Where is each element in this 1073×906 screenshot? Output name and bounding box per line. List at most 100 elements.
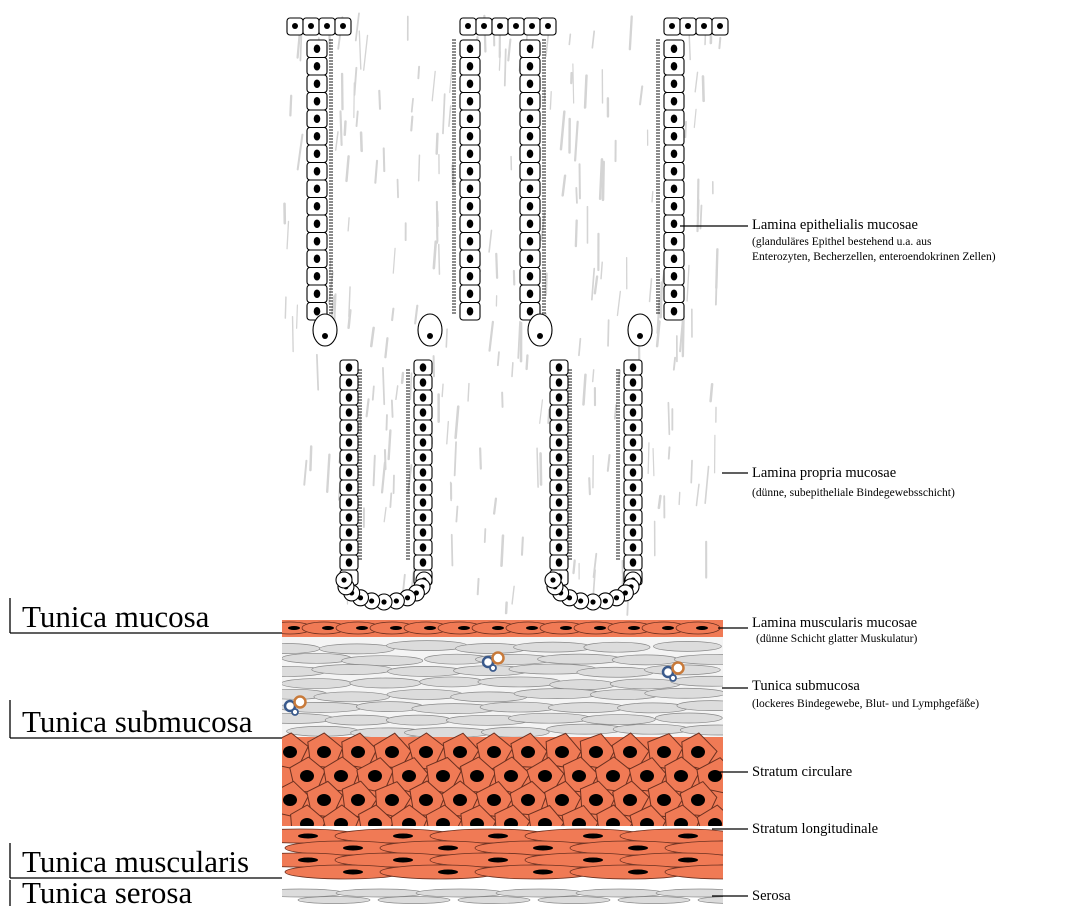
fiber — [402, 373, 403, 383]
cell-nucleus — [405, 595, 410, 600]
serosa-cell — [496, 889, 584, 897]
fiber — [601, 262, 602, 278]
cell-nucleus — [420, 378, 427, 387]
muscle-nucleus — [438, 846, 458, 851]
fiber — [576, 188, 577, 203]
fiber — [410, 373, 411, 399]
cell-nucleus — [346, 453, 353, 462]
fiber — [361, 133, 362, 151]
cell-nucleus — [637, 333, 643, 339]
cell-nucleus — [527, 132, 534, 141]
cell-nucleus — [346, 408, 353, 417]
fiber — [373, 386, 374, 399]
connective-fibroblast — [480, 702, 557, 712]
muscle-nucleus — [696, 626, 708, 630]
cell-nucleus — [527, 44, 534, 53]
fiber — [374, 456, 375, 486]
fiber — [592, 269, 594, 300]
cell-nucleus — [671, 44, 678, 53]
connective-fibroblast — [654, 641, 722, 651]
lamina-muscularis-desc: (dünne Schicht glatter Muskulatur) — [756, 633, 917, 645]
fiber — [685, 122, 686, 137]
cell-nucleus — [630, 513, 637, 522]
muscle-nucleus — [419, 746, 433, 758]
fiber — [434, 242, 436, 269]
cell-nucleus — [671, 202, 678, 211]
muscle-nucleus — [453, 746, 467, 758]
fiber — [437, 202, 438, 241]
fiber — [379, 91, 380, 109]
cell-nucleus — [701, 23, 707, 29]
fiber — [595, 277, 597, 294]
fiber — [711, 384, 713, 401]
muscle-nucleus — [628, 626, 640, 630]
cell-nucleus — [630, 543, 637, 552]
cell-nucleus — [671, 289, 678, 298]
muscle-nucleus — [628, 846, 648, 851]
muscle-nucleus — [678, 834, 698, 839]
cell-nucleus — [630, 528, 637, 537]
cell-nucleus — [346, 558, 353, 567]
serosa-cell — [416, 889, 504, 897]
fiber — [412, 99, 413, 112]
fiber — [653, 449, 654, 476]
cell-nucleus — [578, 598, 583, 603]
lamina-propria-title: Lamina propria mucosae — [752, 465, 896, 481]
fiber — [668, 403, 669, 435]
muscle-nucleus — [351, 794, 365, 806]
fiber — [705, 467, 708, 504]
cell-nucleus — [527, 237, 534, 246]
cell-nucleus — [346, 498, 353, 507]
fiber — [506, 603, 507, 613]
muscle-nucleus — [298, 834, 318, 839]
fiber — [696, 484, 699, 505]
fiber — [349, 310, 351, 327]
fiber — [695, 72, 697, 91]
cell-nucleus — [467, 219, 474, 228]
cell-nucleus — [314, 79, 321, 88]
fiber — [617, 291, 620, 315]
connective-fibroblast — [677, 701, 745, 711]
muscle-nucleus — [589, 746, 603, 758]
fiber — [384, 148, 385, 171]
cell-nucleus — [630, 453, 637, 462]
muscle-nucleus — [436, 770, 450, 782]
connective-fibroblast — [514, 689, 600, 699]
muscle-nucleus — [385, 746, 399, 758]
connective-fibroblast — [548, 703, 625, 713]
cell-nucleus — [420, 363, 427, 372]
connective-fibroblast — [538, 654, 621, 664]
connective-fibroblast — [612, 655, 679, 665]
serosa-cell — [336, 889, 424, 897]
fiber — [512, 363, 513, 377]
cell-nucleus — [467, 202, 474, 211]
cell-nucleus — [467, 289, 474, 298]
fiber — [346, 156, 348, 181]
cell-nucleus — [481, 23, 487, 29]
serosa-cell — [458, 897, 530, 904]
muscle-nucleus — [390, 626, 402, 630]
cell-nucleus — [314, 132, 321, 141]
fiber — [418, 67, 419, 79]
lamina-epithelialis-desc-2: Enterozyten, Becherzellen, enteroendokri… — [752, 251, 996, 263]
fiber — [659, 496, 661, 508]
fiber — [505, 49, 506, 85]
fiber — [537, 448, 538, 487]
fiber — [330, 258, 331, 274]
cell-nucleus — [671, 272, 678, 281]
fiber — [317, 355, 318, 390]
muscle-nucleus — [488, 858, 508, 863]
fiber — [327, 455, 329, 492]
muscle-nucleus — [674, 770, 688, 782]
cell-nucleus — [420, 483, 427, 492]
cell-nucleus — [314, 237, 321, 246]
cell-nucleus — [556, 468, 563, 477]
cell-nucleus — [394, 598, 399, 603]
fiber — [452, 535, 453, 566]
fiber — [393, 248, 395, 273]
cell-nucleus — [556, 393, 563, 402]
fiber — [389, 430, 391, 459]
serosa-label: Serosa — [752, 888, 791, 904]
muscle-nucleus — [453, 794, 467, 806]
muscle-nucleus — [356, 626, 368, 630]
